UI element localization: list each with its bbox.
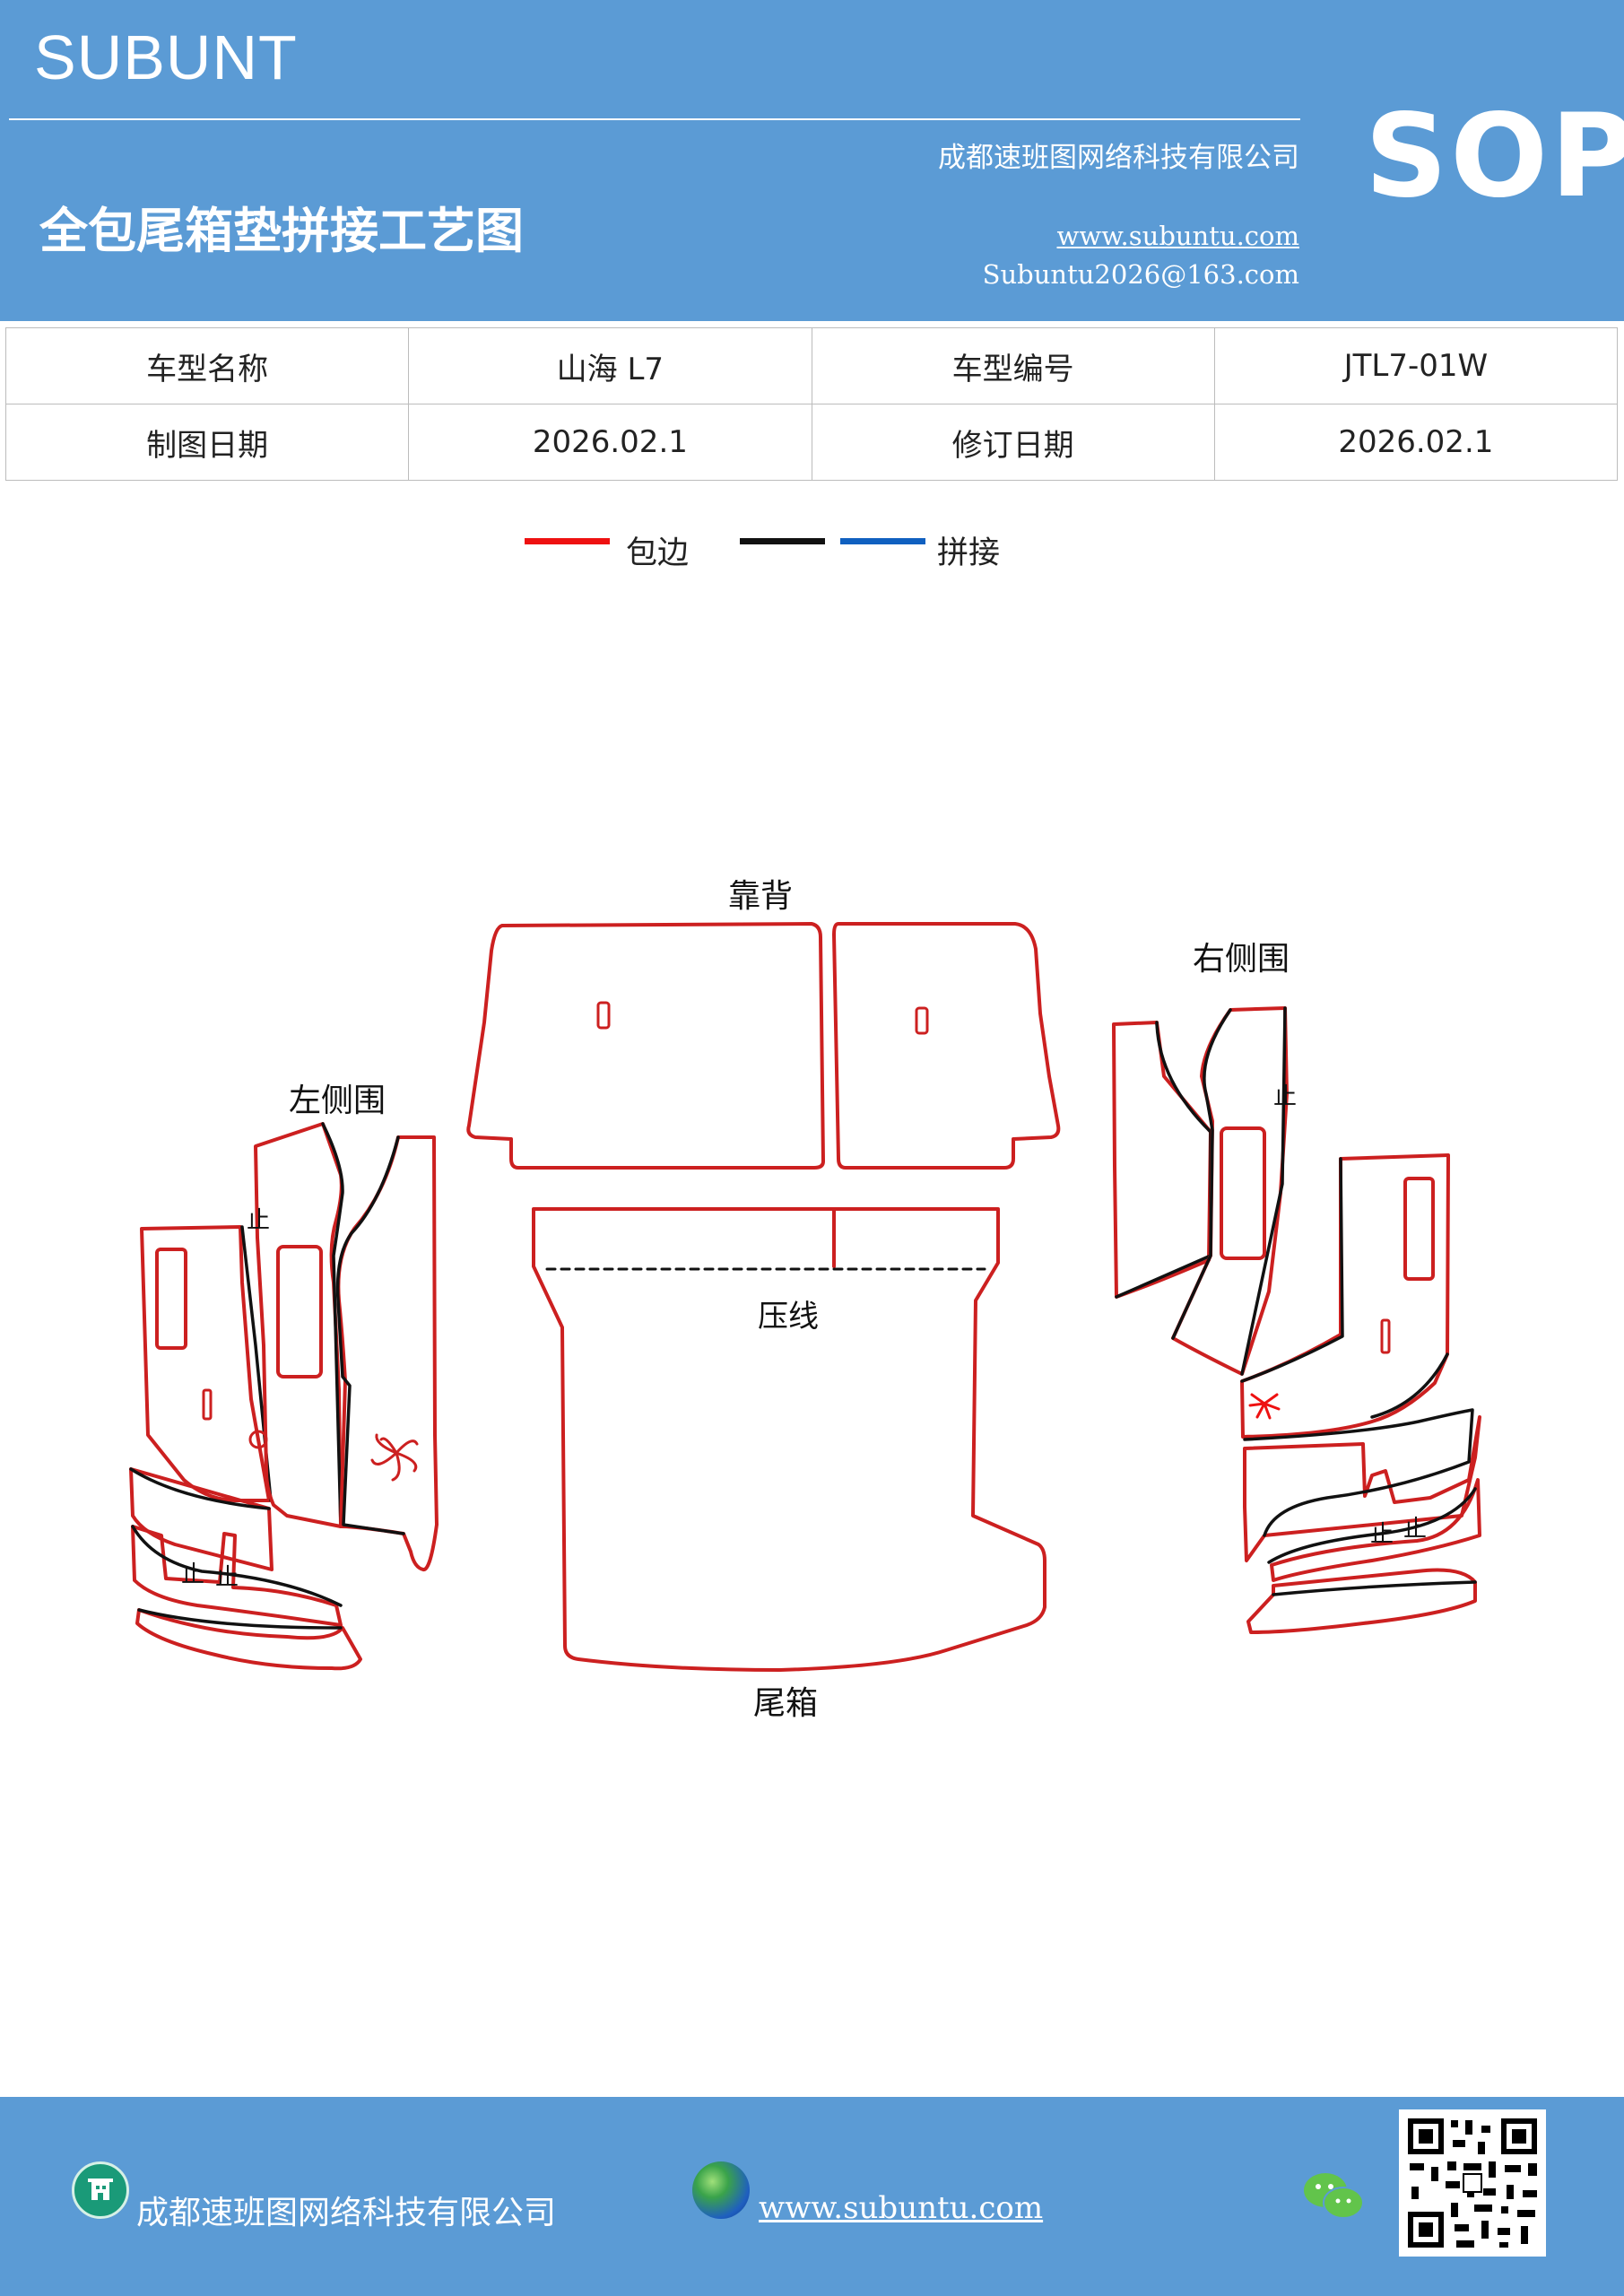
right-side-piece-f	[1246, 1568, 1477, 1634]
table-cell: 2026.02.1	[408, 404, 812, 481]
label-press-line: 压线	[758, 1299, 819, 1335]
backrest-left-panel	[466, 922, 825, 1170]
left-side-window-a	[155, 1248, 187, 1350]
left-fan-mark	[370, 1433, 419, 1482]
table-row: 制图日期 2026.02.1 修订日期 2026.02.1	[4, 404, 1619, 481]
label-right-side: 右侧围	[1193, 941, 1290, 978]
stop-mark: 止	[247, 1207, 271, 1234]
brand-name: SUBUNT	[34, 22, 298, 92]
label-backrest: 靠背	[728, 878, 794, 915]
stop-mark: 止	[1273, 1083, 1298, 1110]
left-side-piece-f	[135, 1608, 362, 1671]
trunk-floor-panel	[532, 1207, 1046, 1672]
table-cell: 山海 L7	[408, 327, 812, 404]
table-cell: 车型编号	[811, 327, 1215, 404]
backrest-right-slot	[915, 1006, 929, 1035]
legend-swatch-seam-blue	[840, 538, 925, 544]
header-banner: SUBUNT 成都速班图网络科技有限公司 全包尾箱垫拼接工艺图 www.subu…	[0, 0, 1624, 321]
stop-mark: 止	[1403, 1516, 1428, 1543]
left-side-piece-e	[131, 1525, 343, 1627]
left-side-slot-a	[202, 1388, 213, 1421]
website-link[interactable]: www.subuntu.com	[1056, 221, 1299, 251]
document-title: 全包尾箱垫拼接工艺图	[39, 202, 524, 259]
right-side-piece-e	[1270, 1478, 1481, 1582]
stop-mark: 止	[1370, 1521, 1394, 1548]
globe-icon	[692, 2161, 750, 2219]
legend-swatch-seam-black	[740, 538, 825, 544]
label-left-side: 左侧围	[289, 1083, 386, 1119]
right-side-piece-b	[1171, 1006, 1289, 1376]
right-fan-mark	[1248, 1393, 1281, 1420]
left-side-piece-c	[336, 1135, 439, 1571]
table-cell: 2026.02.1	[1213, 404, 1619, 481]
header-divider	[9, 118, 1300, 120]
footer-website-link[interactable]: www.subuntu.com	[759, 2190, 1044, 2226]
legend: 包边 拼接	[0, 531, 1624, 576]
stop-mark: 止	[181, 1561, 205, 1588]
backrest-right-panel	[832, 922, 1061, 1170]
footer-banner: 成都速班图网络科技有限公司 www.subuntu.com	[0, 2097, 1624, 2296]
table-cell: JTL7-01W	[1213, 327, 1619, 404]
building-icon	[72, 2161, 129, 2219]
right-side-window-c	[1403, 1177, 1435, 1281]
table-cell: 制图日期	[4, 404, 410, 481]
table-row: 车型名称 山海 L7 车型编号 JTL7-01W	[4, 327, 1619, 404]
right-side-piece-d	[1243, 1415, 1481, 1562]
left-side-piece-d	[129, 1467, 274, 1571]
legend-swatch-edge	[525, 538, 610, 544]
right-side-slot-c	[1380, 1318, 1391, 1354]
left-side-window-b	[276, 1245, 323, 1378]
legend-label-edge: 包边	[626, 535, 690, 571]
right-side-window-b	[1220, 1126, 1266, 1260]
vehicle-info-table: 车型名称 山海 L7 车型编号 JTL7-01W 制图日期 2026.02.1 …	[4, 327, 1619, 481]
table-cell: 修订日期	[811, 404, 1215, 481]
wechat-icon	[1302, 2169, 1365, 2222]
email-address: Subuntu2026@163.com	[982, 259, 1299, 290]
footer-company: 成都速班图网络科技有限公司	[136, 2195, 557, 2231]
qr-code	[1399, 2109, 1546, 2257]
left-side-piece-a	[140, 1225, 271, 1502]
table-cell: 车型名称	[4, 327, 410, 404]
right-side-piece-a	[1112, 1021, 1212, 1299]
stop-mark: 止	[215, 1564, 239, 1591]
label-trunk: 尾箱	[753, 1685, 819, 1722]
sop-mark: SOP	[1365, 90, 1624, 223]
company-name: 成都速班图网络科技有限公司	[938, 142, 1299, 174]
legend-label-seam: 拼接	[937, 535, 1001, 571]
backrest-left-slot	[596, 1001, 611, 1030]
